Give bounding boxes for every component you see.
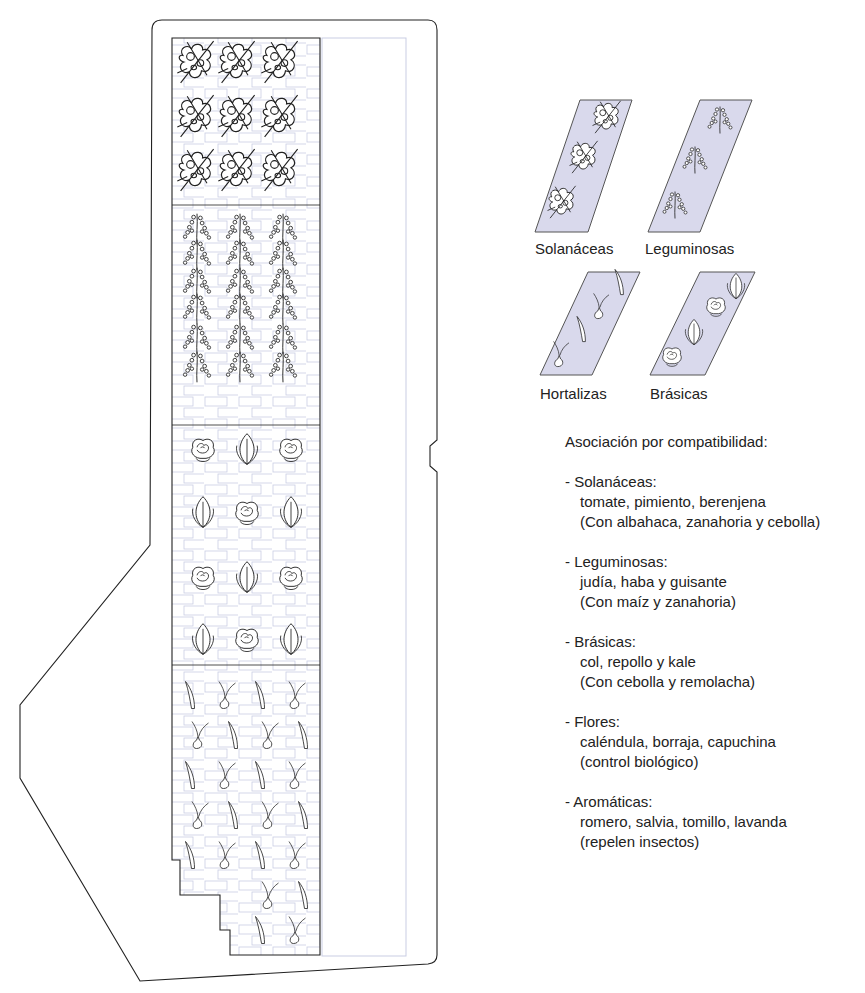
list-line: caléndula, borraja, capuchina: [580, 733, 776, 751]
onion-icon: [289, 682, 306, 709]
list-line: romero, salvia, tomillo, lavanda: [580, 813, 787, 831]
list-line: - Flores:: [565, 713, 620, 731]
blade-icon: [256, 762, 265, 789]
legume-icon: [226, 352, 253, 383]
bed-divider: [172, 205, 320, 665]
blade-icon: [256, 682, 265, 709]
list-line: (repelen insectos): [580, 833, 699, 851]
legend-label: Leguminosas: [645, 240, 734, 258]
brasicas-sample: [650, 272, 755, 375]
legend-label: Solanáceas: [535, 240, 613, 258]
list-line: (Con cebolla y remolacha): [580, 673, 755, 691]
tomato-icon: [218, 41, 254, 83]
blade-icon: [186, 682, 195, 709]
legume-icon: [269, 240, 296, 271]
rose-icon: [192, 439, 215, 461]
list-line: col, repollo y kale: [580, 653, 696, 671]
list-line: - Leguminosas:: [565, 553, 668, 571]
blade-icon: [299, 882, 308, 909]
onion-icon: [289, 762, 306, 789]
tomato-icon: [177, 95, 213, 137]
onion-icon: [262, 802, 279, 829]
tomato-icon: [218, 95, 254, 137]
legume-icon: [269, 324, 296, 355]
blade-icon: [186, 762, 195, 789]
leaf-icon: [280, 624, 301, 655]
legume-icon: [183, 294, 210, 325]
onion-icon: [289, 842, 306, 869]
tomato-icon: [177, 41, 213, 83]
leaf-icon: [236, 562, 257, 593]
leaf-icon: [236, 434, 257, 465]
rose-icon: [280, 567, 303, 589]
blade-icon: [256, 917, 265, 944]
list-line: tomate, pimiento, berenjena: [580, 493, 766, 511]
site-outline: [20, 20, 437, 981]
legume-icon: [183, 240, 210, 271]
onion-icon: [219, 842, 236, 869]
legume-icon: [269, 352, 296, 383]
tomato-icon: [261, 95, 297, 137]
onion-icon: [262, 722, 279, 749]
blade-icon: [229, 802, 238, 829]
onion-icon: [219, 762, 236, 789]
tomato-icon: [261, 149, 297, 191]
plant-icons: [177, 41, 307, 943]
list-line: judía, haba y guisante: [580, 573, 727, 591]
path-strip: [322, 38, 406, 956]
solanaceas-sample: [535, 100, 632, 232]
legume-icon: [183, 352, 210, 383]
list-line: - Solanáceas:: [565, 473, 657, 491]
legend-samples: [535, 100, 755, 375]
blade-icon: [256, 842, 265, 869]
tomato-icon: [261, 41, 297, 83]
leguminosas-sample: [648, 100, 752, 232]
leaf-icon: [192, 497, 213, 528]
onion-icon: [192, 722, 209, 749]
onion-icon: [219, 682, 236, 709]
tomato-icon: [218, 149, 254, 191]
legume-icon: [183, 324, 210, 355]
blade-icon: [299, 802, 308, 829]
hortalizas-sample: [540, 272, 640, 375]
onion-icon: [289, 917, 306, 944]
bed-outline: [172, 38, 320, 955]
legume-icon: [226, 294, 253, 325]
legend-label: Brásicas: [650, 385, 708, 403]
legume-icon: [226, 324, 253, 355]
legume-icon: [269, 294, 296, 325]
leaf-icon: [192, 624, 213, 655]
list-heading: Asociación por compatibilidad:: [565, 433, 768, 451]
leaf-icon: [280, 497, 301, 528]
onion-icon: [262, 882, 279, 909]
list-line: (Con albahaca, zanahoria y cebolla): [580, 513, 820, 531]
blade-icon: [299, 722, 308, 749]
rose-icon: [280, 439, 303, 461]
rose-icon: [192, 567, 215, 589]
rose-icon: [236, 629, 259, 651]
blade-icon: [186, 842, 195, 869]
list-line: (Con maíz y zanahoria): [580, 593, 736, 611]
tomato-icon: [177, 149, 213, 191]
list-line: (control biológico): [580, 753, 698, 771]
blade-icon: [229, 722, 238, 749]
rose-icon: [236, 502, 259, 524]
list-line: - Aromáticas:: [565, 793, 653, 811]
legume-icon: [226, 240, 253, 271]
onion-icon: [192, 802, 209, 829]
legend-label: Hortalizas: [540, 385, 607, 403]
list-line: - Brásicas:: [565, 633, 636, 651]
